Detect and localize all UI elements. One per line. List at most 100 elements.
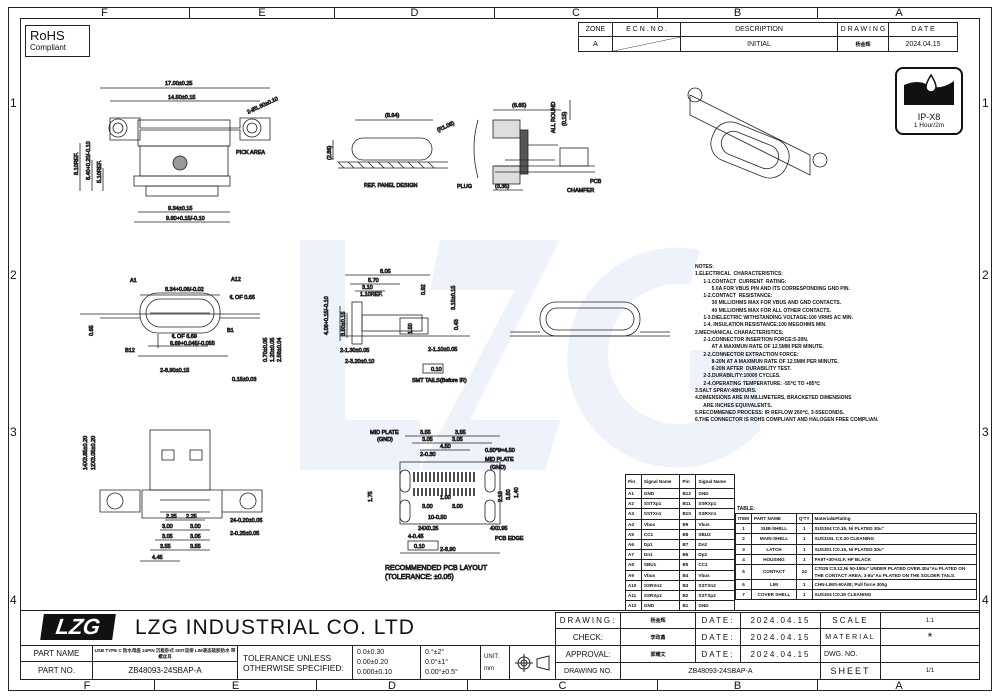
date-label: DATE: [695, 645, 741, 663]
label-ref-panel: REF. PANEL DESIGN [364, 183, 418, 189]
dim-label: 3.05 [422, 437, 433, 443]
pin-cell: B2 [679, 589, 697, 602]
pin-cell: A2 [625, 498, 642, 510]
parts-cell: SUS301 t=0.15, Ni PLATED 30u" [811, 543, 978, 555]
dim-label: 3.55 [190, 544, 201, 550]
part-no-label: PART NO. [20, 661, 93, 680]
part-name-label: PART NAME [20, 645, 93, 662]
dim-label: 2.13 [498, 491, 504, 502]
pin-cell: A7 [625, 549, 642, 561]
pin-cell: CC1 [640, 528, 681, 540]
parts-cell: SUB-SHELL [751, 523, 797, 535]
parts-cell: 24 [796, 563, 813, 580]
dim-label: 3.05 [452, 437, 463, 443]
pin-cell: CC2 [695, 559, 735, 571]
dim-label: 24X0.25 [418, 526, 439, 532]
pin-cell: A6 [625, 538, 642, 551]
parts-cell: COVER SHELL [751, 589, 797, 601]
tolerance-label-line1: TOLERANCE UNLESS [243, 652, 332, 663]
col-label: C [468, 680, 658, 691]
section-view: (6.65) (0.15) ALL ROUND (3.35) PLUG PCB … [457, 100, 602, 194]
pin-cell: SSRXn1 [695, 508, 735, 520]
row-label: 1 [10, 96, 17, 110]
pin-cell: Vbus [695, 518, 735, 530]
label-all-round: ALL ROUND [551, 102, 557, 133]
water-drop-icon [904, 73, 954, 105]
dim-label: 4.45 [152, 555, 163, 561]
label-b12: B12 [125, 348, 135, 354]
header-cell: Signal Name [695, 474, 735, 489]
dim-label: 12X3.05±0.20 [91, 436, 97, 470]
row-label: 4 [10, 593, 17, 607]
pcb-layout-view: 3.55 3.55 3.05 3.05 4.50 2-0.30 0.50*9=4… [368, 430, 525, 582]
perspective-front-view [510, 301, 670, 337]
parts-cell: SUS304 t=0.30 CLEANING [811, 589, 978, 601]
pin-cell: GND [695, 487, 735, 500]
dim-label: 2.56±0.04 [277, 338, 283, 362]
dim-label: 5.10REF. [97, 160, 103, 183]
pin-cell: Vbus [640, 518, 681, 530]
pin-cell: SSTXn1 [640, 508, 681, 520]
label-pcb: PCB [590, 179, 602, 185]
parts-cell: SUS316L t=0.20 CLEANING [811, 533, 978, 545]
pin-cell: A10 [625, 579, 642, 591]
dim-label: 0.70±0.05 [263, 338, 269, 362]
bottom-view: 2.25 2.25 3.00 3.00 3.05 3.05 3.55 3.55 … [83, 429, 263, 562]
lzg-watermark [300, 240, 760, 470]
pin-cell: A5 [625, 528, 642, 540]
pin-cell: Dp1 [640, 538, 681, 551]
parts-cell: PA9T+30%G.F, HF BLACK [811, 553, 978, 565]
dim-label: 9.34±0.15 [168, 206, 192, 212]
tol-value: 0.000±0.10 [357, 668, 392, 676]
pin-cell: A8 [625, 559, 642, 571]
top-view: 17.00±0.25 14.50±0.15 2-Ø1.60±0.10 9.34±… [74, 81, 280, 223]
pin-cell: Dp2 [695, 549, 735, 561]
company-name: LZG INDUSTRIAL CO. LTD [135, 616, 415, 639]
row-label: 4 [982, 593, 989, 607]
pin-cell: B7 [679, 538, 697, 551]
col-label: D [335, 7, 495, 19]
rev-date: 2024.04.15 [888, 36, 958, 52]
unit: UNIT:mm [480, 645, 510, 680]
part-name: USB TYPE C 防水母座 24PIN 沉板卧式 SMT双排 LIM液态硅胶… [92, 645, 238, 662]
dim-label: 9.80+0.15/-0.10 [166, 216, 205, 222]
dim-label: 2.25 [166, 514, 177, 520]
dim-label: 0.43 [454, 319, 460, 330]
sheet-label: SHEET [820, 662, 881, 680]
row-label: 3 [982, 425, 989, 439]
label-pcb-edge: PCB EDGE [495, 536, 524, 542]
dim-label: 8.10REF. [74, 152, 80, 175]
label-cl1: ℄ OF 0.65 [229, 295, 255, 301]
pin-cell: B4 [679, 569, 697, 581]
row-label: 3 [10, 425, 17, 439]
drawing-by: 杨金辉 [620, 612, 696, 629]
ang-value: 0.°±2° [425, 648, 445, 656]
dim-label: 1.20±0.05 [270, 338, 276, 362]
pin-cell: SSTXn2 [695, 579, 735, 591]
dim-label: 3.15±0.15 [451, 286, 457, 310]
dim-label: 3.00 [422, 504, 433, 510]
pin-cell: Vbus [640, 569, 681, 581]
dim-label: 4X0.95 [490, 526, 507, 532]
dim-label: 17.00±0.25 [165, 81, 193, 87]
dim-label: 1.50 [408, 323, 414, 334]
parts-cell: 1 [796, 543, 813, 555]
col-label: A [895, 7, 903, 19]
header-cell: ITEM [735, 512, 752, 525]
ang-value: 0.00°±0.5° [425, 668, 458, 676]
tol-value: 0.00±0.20 [357, 658, 389, 666]
parts-cell: 1 [796, 589, 813, 601]
dim-label: 1.75 [368, 491, 374, 502]
dim-label: (3.35) [495, 184, 510, 190]
outer-border [8, 7, 992, 691]
tol-value: 0.0±0.30 [357, 648, 385, 656]
check-date: 2024.04.15 [740, 628, 821, 646]
col-label: F [20, 7, 190, 19]
pin-table-header: Pin Signal Name Pin Signal Name [625, 474, 735, 489]
